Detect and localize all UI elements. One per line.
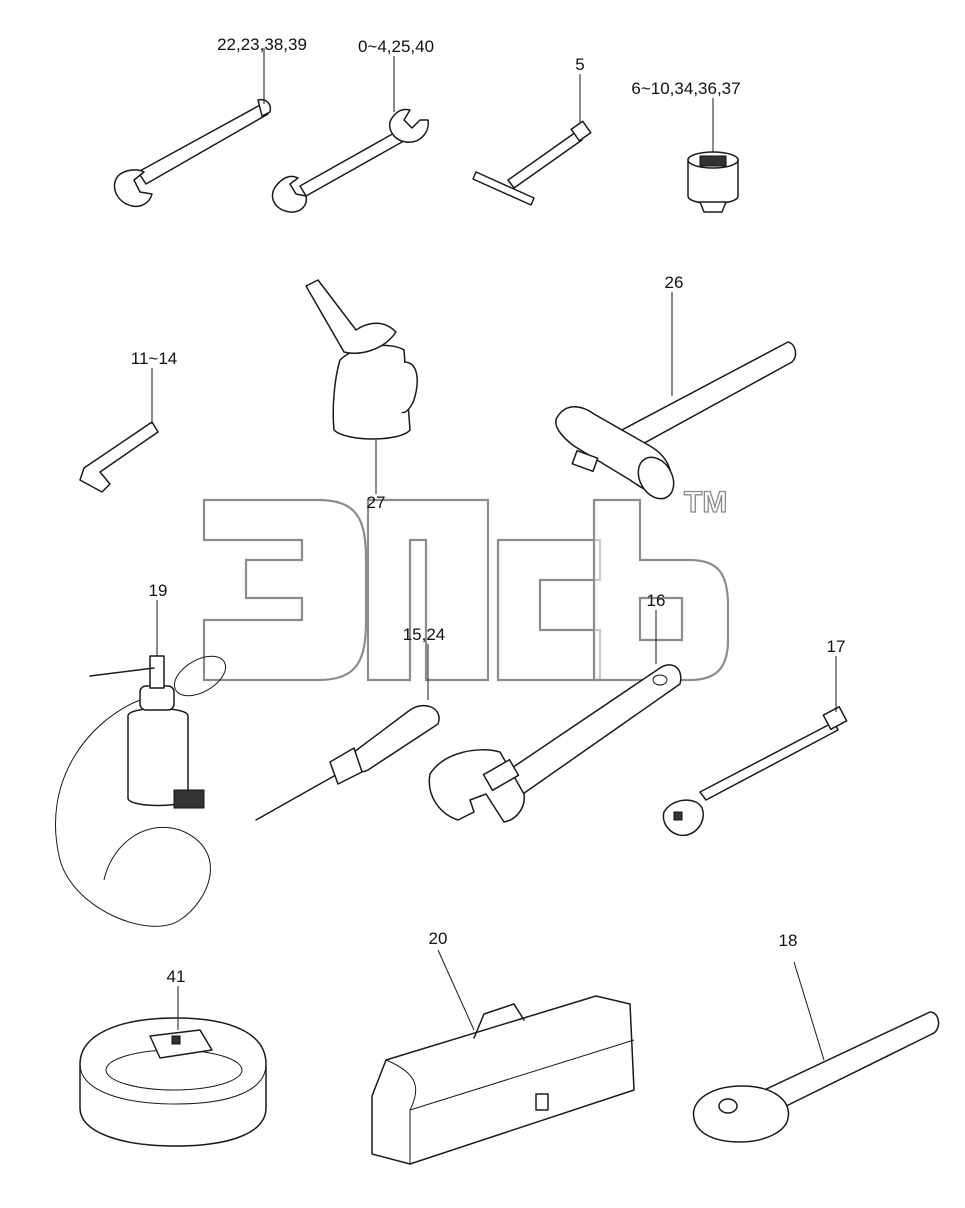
callout-label: 27 xyxy=(367,493,386,512)
callout-label: 41 xyxy=(167,967,186,986)
hex-key-set xyxy=(79,368,159,493)
callout-label: 17 xyxy=(827,637,846,656)
oil-pump-bottle xyxy=(55,600,227,927)
callout-label: 5 xyxy=(575,55,584,74)
open-end-wrench-a xyxy=(113,48,272,208)
filter-wrench xyxy=(79,986,267,1147)
adjustable-wrench xyxy=(428,610,682,823)
callout-label: 15,24 xyxy=(403,625,446,644)
oil-can xyxy=(305,279,418,494)
extension-bar xyxy=(662,656,848,837)
callout-label: 6~10,34,36,37 xyxy=(631,79,740,98)
ratchet-handle xyxy=(692,961,940,1143)
callout-label: 18 xyxy=(779,931,798,950)
callout-label: 11~14 xyxy=(131,349,177,368)
callout-label: 16 xyxy=(647,591,666,610)
callout-label: 26 xyxy=(665,273,684,292)
hammer xyxy=(555,292,797,500)
callout-label: 20 xyxy=(429,929,448,948)
socket-set xyxy=(687,98,739,213)
t-handle-socket xyxy=(472,74,592,206)
callout-label: 19 xyxy=(149,581,168,600)
toolbox xyxy=(371,949,635,1165)
double-open-end-wrench xyxy=(271,56,429,213)
watermark-trademark: TM xyxy=(684,486,727,519)
watermark-logo: TM xyxy=(202,485,730,682)
callout-label: 22,23,38,39 xyxy=(217,35,307,54)
screwdriver xyxy=(255,644,440,821)
callout-label: 0~4,25,40 xyxy=(358,37,434,56)
